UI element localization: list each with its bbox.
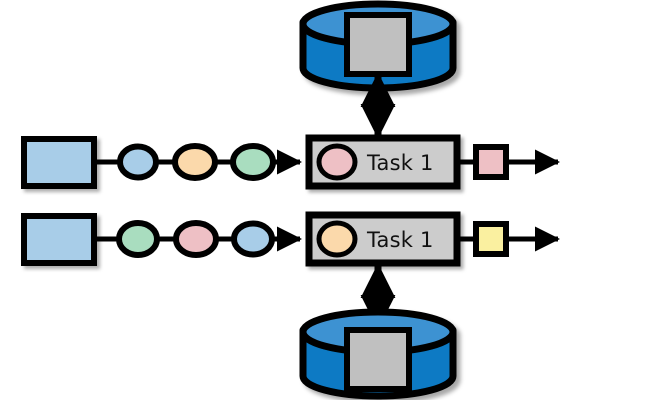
row-2-stage-circle-2[interactable] — [173, 220, 219, 258]
row-1-stage-circle-2[interactable] — [172, 143, 218, 181]
row-2-stage-circle-1[interactable] — [116, 220, 160, 258]
row-1-stage-circle-1[interactable] — [117, 143, 159, 181]
row-2-output-square[interactable] — [473, 221, 509, 257]
row-2-task-label: Task 1 — [366, 228, 434, 252]
row-2-task-marker-circle — [316, 220, 358, 258]
row-2-data-store[interactable] — [299, 308, 457, 400]
row-1-task-marker-circle — [316, 143, 358, 181]
source-rect-shape — [21, 136, 97, 189]
cylinder-inner-square — [344, 327, 412, 392]
source-rect-shape — [21, 213, 97, 266]
row-2-source-rectangle[interactable] — [21, 213, 97, 266]
cylinder-inner-square — [344, 12, 412, 77]
row-1-task-label: Task 1 — [366, 151, 434, 175]
row-1-source-rectangle[interactable] — [21, 136, 97, 189]
row-1-output-square[interactable] — [473, 144, 509, 180]
row-2-stage-circle-3[interactable] — [231, 220, 275, 258]
row-1-stage-circle-3[interactable] — [230, 143, 276, 181]
